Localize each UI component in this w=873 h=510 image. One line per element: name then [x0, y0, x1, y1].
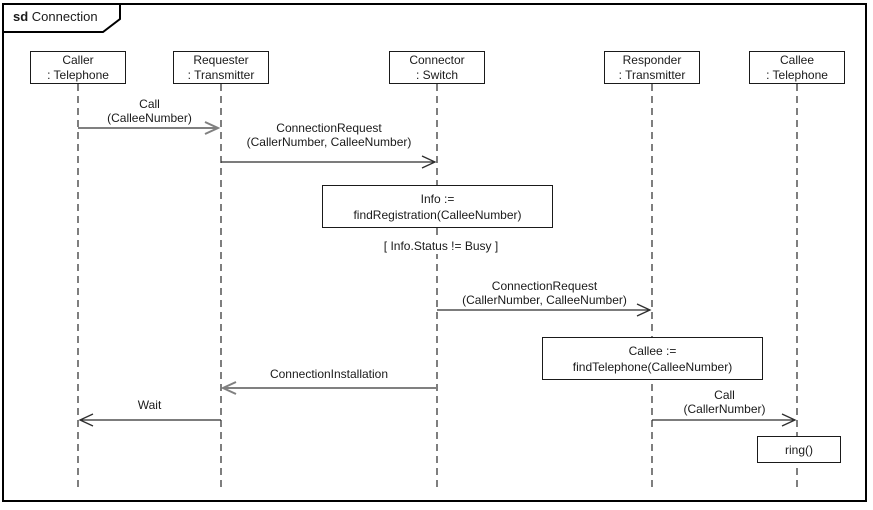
message-label-connectionrequest-2: ConnectionRequest (CallerNumber, CalleeN…	[437, 279, 652, 307]
action-line: findTelephone(CalleeNumber)	[572, 359, 733, 374]
message-name: Wait	[137, 398, 162, 412]
lifeline-head-requester: Requester : Transmitter	[173, 51, 269, 84]
action-box-findregistration: Info := findRegistration(CalleeNumber)	[322, 185, 553, 228]
message-label-wait: Wait	[78, 398, 221, 412]
message-name: ConnectionRequest	[491, 279, 598, 293]
arrowhead-right-icon	[204, 121, 221, 135]
frame-keyword: sd	[13, 9, 29, 24]
arrowhead-left-icon	[220, 381, 237, 395]
lifeline-head-connector: Connector : Switch	[389, 51, 485, 84]
lifeline-type: : Telephone	[766, 67, 828, 82]
action-box-ring: ring()	[757, 436, 841, 463]
action-line: ring()	[784, 442, 813, 457]
lifeline-head-caller: Caller : Telephone	[30, 51, 126, 84]
lifeline-type: : Switch	[415, 67, 458, 82]
arrowhead-right-icon	[636, 303, 652, 317]
frame-title: Connection	[31, 9, 98, 24]
message-name: Call	[139, 97, 160, 111]
lifeline-head-responder: Responder : Transmitter	[604, 51, 700, 84]
message-args: (CallerNumber)	[683, 402, 766, 416]
lifeline-name: Connector	[409, 52, 465, 67]
arrowhead-right-icon	[781, 413, 797, 427]
frame-tab	[2, 3, 121, 33]
lifeline-head-callee: Callee : Telephone	[749, 51, 845, 84]
message-label-connectioninstallation: ConnectionInstallation	[221, 367, 437, 381]
message-label-call-1: Call (CalleeNumber)	[78, 97, 221, 125]
action-line: findRegistration(CalleeNumber)	[353, 207, 522, 222]
arrowhead-right-icon	[421, 155, 437, 169]
action-line: Info :=	[420, 191, 455, 206]
lifeline-name: Requester	[193, 52, 249, 67]
lifeline-type: : Transmitter	[618, 67, 686, 82]
lifeline-type: : Telephone	[47, 67, 109, 82]
action-box-findtelephone: Callee := findTelephone(CalleeNumber)	[542, 337, 763, 380]
lifeline-name: Caller	[62, 52, 94, 67]
message-label-call-2: Call (CallerNumber)	[652, 388, 797, 416]
lifeline-name: Callee	[779, 52, 815, 67]
message-name: ConnectionInstallation	[269, 367, 389, 381]
arrowhead-left-icon	[78, 413, 94, 427]
message-args: (CalleeNumber)	[107, 111, 192, 125]
lifeline-type: : Transmitter	[187, 67, 255, 82]
message-name: Call	[714, 388, 735, 402]
action-line: Callee :=	[628, 343, 677, 358]
lifeline-name: Responder	[622, 52, 682, 67]
message-args: (CallerNumber, CalleeNumber)	[462, 293, 627, 307]
diagram-frame	[2, 3, 867, 502]
message-label-connectionrequest-1: ConnectionRequest (CallerNumber, CalleeN…	[221, 121, 437, 149]
message-name: ConnectionRequest	[276, 121, 382, 135]
frame-label: sd Connection	[13, 9, 98, 24]
message-args: (CallerNumber, CalleeNumber)	[246, 135, 412, 149]
guard-condition: [ Info.Status != Busy ]	[331, 239, 551, 254]
